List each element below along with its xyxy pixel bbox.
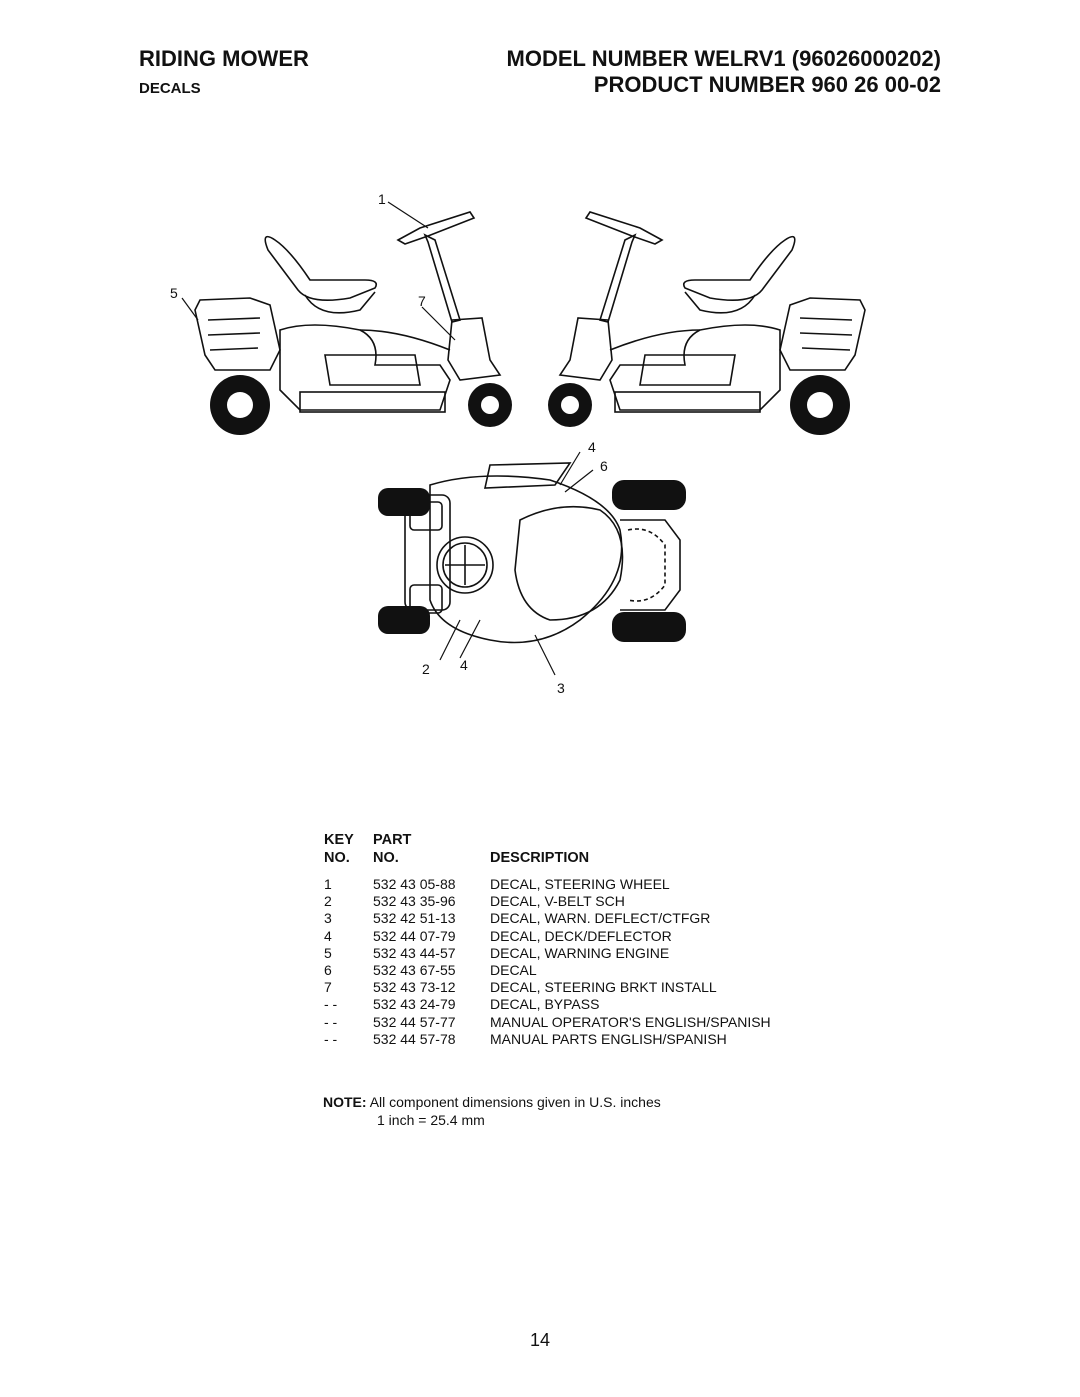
part-number-cell: 532 43 67-55 (373, 962, 456, 978)
description-cell: DECAL, DECK/DEFLECTOR (490, 927, 672, 944)
section-title: RIDING MOWER (139, 46, 309, 71)
part-number-cell: 532 43 24-79 (373, 996, 456, 1013)
key-cell: - - (324, 1013, 338, 1030)
key-cell: 1 (324, 876, 332, 892)
key-cell: 2 (324, 893, 332, 910)
left-side-wheels (210, 375, 512, 435)
page-number: 14 (529, 1330, 551, 1350)
mower-decal-illustration: 1 5 7 4 6 2 4 3 (170, 191, 866, 696)
description-cell: DECAL, BYPASS (490, 996, 600, 1013)
top-view (404, 462, 681, 644)
description-cell: DECAL, WARNING ENGINE (490, 944, 670, 961)
key-cell: 4 (324, 927, 332, 944)
right-side-wheels (548, 375, 850, 435)
part-number-cell: 532 44 57-77 (373, 1013, 456, 1030)
right-side-view (558, 211, 866, 413)
key-cell: - - (324, 1030, 338, 1047)
header-key: KEY (324, 832, 354, 848)
part-number-cell: 532 43 35-96 (373, 893, 456, 910)
description-cell: DECAL, STEERING WHEEL (490, 876, 670, 892)
part-number-cell: 532 43 73-12 (373, 979, 456, 996)
callout-5: 5 (170, 285, 178, 301)
part-number-cell: 532 42 51-13 (373, 910, 456, 927)
description-cell: MANUAL PARTS ENGLISH/SPANISH (490, 1030, 727, 1047)
header-key-no: NO. (324, 850, 350, 866)
callout-2: 2 (422, 661, 430, 677)
callout-1: 1 (378, 191, 386, 207)
product-number: PRODUCT NUMBER 960 26 00-02 (593, 72, 941, 97)
key-cell: 6 (324, 962, 332, 978)
leader-lines (181, 201, 594, 676)
callout-4-top: 4 (588, 439, 596, 455)
description-cell: DECAL, STEERING BRKT INSTALL (490, 979, 717, 996)
note-label: NOTE: (323, 1094, 367, 1110)
part-number-cell: 532 43 05-88 (373, 876, 456, 892)
callout-4-bottom: 4 (460, 657, 468, 673)
key-cell: 7 (324, 979, 332, 996)
header-part-no: NO. (373, 850, 399, 866)
part-number-cell: 532 43 44-57 (373, 944, 456, 961)
top-view-wheels (378, 480, 686, 642)
header-description: DESCRIPTION (490, 850, 590, 866)
part-number-cell: 532 44 07-79 (373, 927, 456, 944)
section-subtitle: DECALS (139, 80, 201, 97)
note-conversion: 1 inch = 25.4 mm (377, 1112, 485, 1128)
description-cell: MANUAL OPERATOR'S ENGLISH/SPANISH (490, 1013, 771, 1030)
model-number: MODEL NUMBER WELRV1 (96026000202) (506, 46, 941, 71)
note-text: All component dimensions given in U.S. i… (369, 1094, 661, 1110)
part-number-cell: 532 44 57-78 (373, 1030, 456, 1047)
key-cell: 5 (324, 944, 332, 961)
header-part: PART (373, 832, 412, 848)
callout-6: 6 (600, 458, 608, 474)
description-cell: DECAL, WARN. DEFLECT/CTFGR (490, 910, 711, 927)
description-cell: DECAL (490, 962, 537, 978)
note: NOTE: All component dimensions given in … (323, 1094, 661, 1110)
callout-7: 7 (418, 293, 426, 309)
key-cell: - - (324, 996, 338, 1013)
key-cell: 3 (324, 910, 332, 927)
description-cell: DECAL, V-BELT SCH (490, 893, 625, 910)
callout-3: 3 (557, 680, 565, 696)
left-side-view (194, 211, 502, 413)
